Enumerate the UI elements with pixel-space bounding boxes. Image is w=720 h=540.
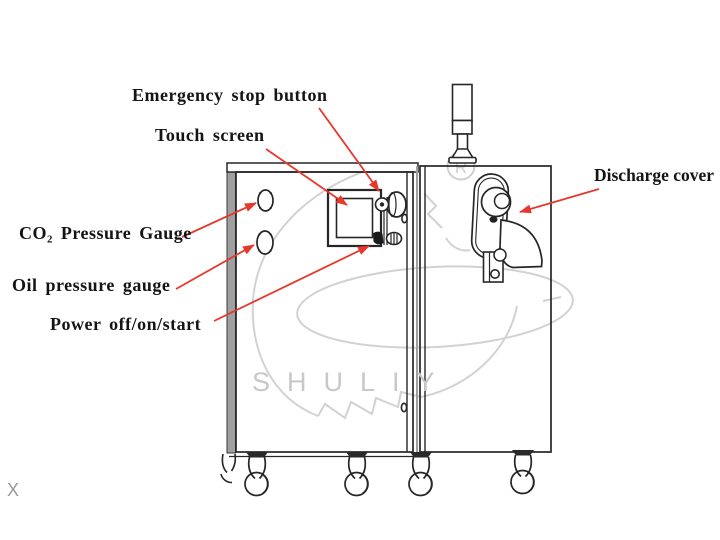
discharge-latch-dot <box>489 216 498 223</box>
corner-x-mark: X <box>7 480 20 500</box>
signal-tower-flare <box>450 148 475 159</box>
arrow-discharge-cover <box>519 188 600 214</box>
caster-wheel-1 <box>244 451 269 497</box>
caster-rear-partial <box>220 453 237 484</box>
callout-arrows <box>175 107 600 322</box>
emergency-stop-button <box>374 191 407 245</box>
discharge-hinge-knob <box>493 248 507 262</box>
caster-wheel-2 <box>344 451 369 497</box>
watermark-logo: R <box>251 151 574 420</box>
left-cabinet <box>226 162 419 458</box>
emergency-stop-label: Emergency stop button <box>132 85 328 105</box>
left-cabinet-front-face <box>235 171 414 453</box>
watermark-swoosh <box>296 265 574 349</box>
caster-wheel-4 <box>510 449 535 495</box>
co2-gauge-label: CO₂ Pressure Gauge <box>19 223 192 243</box>
watermark-zigzag <box>423 192 443 229</box>
watermark-tick <box>445 237 471 252</box>
caster-wheels <box>220 449 535 497</box>
power-label: Power off/on/start <box>50 314 202 334</box>
left-cabinet-top-lid <box>226 162 419 173</box>
keyhole-lower <box>400 402 408 413</box>
watermark-leaf-curve <box>251 162 393 417</box>
discharge-knob <box>493 192 511 210</box>
discharge-cover-label: Discharge cover <box>594 165 715 185</box>
watermark-dash <box>542 296 562 302</box>
arrow-power-switch <box>213 245 370 322</box>
signal-tower-stem <box>456 133 469 151</box>
caster-wheel-3 <box>408 451 433 497</box>
right-cabinet-front-face <box>419 165 552 453</box>
watermark-brand-text: SHULIY <box>252 367 452 397</box>
signal-tower-lamp <box>451 83 473 122</box>
right-cabinet <box>419 165 552 453</box>
arrow-co2-gauge <box>181 202 257 238</box>
oil-gauge-label: Oil pressure gauge <box>12 275 171 295</box>
signal-tower-base <box>448 156 477 164</box>
keyhole-upper <box>401 213 408 224</box>
power-switch <box>373 231 403 246</box>
touch-screen-label: Touch screen <box>155 125 265 145</box>
arrow-emergency-stop <box>318 107 380 192</box>
signal-tower <box>448 83 477 164</box>
signal-tower-band <box>451 119 473 135</box>
watermark-gear-teeth <box>317 305 518 420</box>
arrow-oil-gauge <box>175 244 255 290</box>
co2-pressure-gauge <box>257 189 274 212</box>
power-switch-lever <box>373 231 384 245</box>
oil-pressure-gauge <box>256 230 274 255</box>
discharge-cover-assembly <box>470 173 543 283</box>
arrow-touch-screen <box>265 148 348 206</box>
